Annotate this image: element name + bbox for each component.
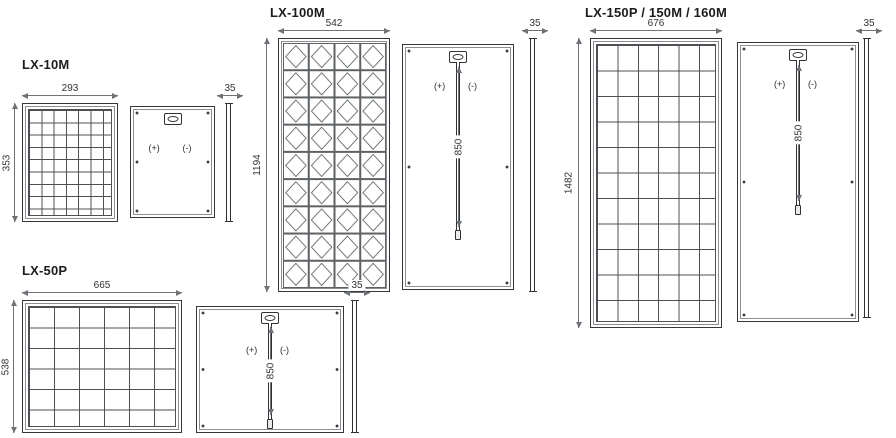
height-value: 353 — [1, 151, 13, 174]
front-view-lx10m — [22, 103, 118, 222]
panel-title-lx10m: LX-10M — [22, 57, 70, 72]
side-profile-lx100m — [528, 38, 537, 292]
width-dimension-lx100m: 542 — [278, 18, 390, 34]
width-dimension-lx50p: 665 — [22, 280, 182, 296]
height-value: 1194 — [251, 151, 263, 179]
plus-terminal-label: (+) — [148, 143, 160, 153]
width-value: 665 — [90, 280, 114, 291]
height-dimension-lx100m: 1194 — [251, 38, 270, 292]
height-dimension-lx150: 1482 — [563, 38, 582, 328]
side-profile-lx10m — [224, 103, 233, 222]
thickness-value: 35 — [860, 18, 878, 29]
solar-cell-grid — [28, 306, 176, 427]
junction-box-oval-icon — [167, 116, 178, 122]
height-value: 538 — [0, 355, 12, 378]
side-profile-lx150 — [862, 38, 871, 318]
cable-length-value: 850 — [453, 135, 465, 159]
height-dimension-lx10m: 353 — [1, 103, 18, 222]
width-dimension-lx150: 676 — [590, 18, 722, 34]
panel-title-lx50p: LX-50P — [22, 263, 68, 278]
cable-length-dimension: 850 — [265, 327, 277, 415]
front-view-lx100m — [278, 38, 390, 292]
side-profile-lx50p — [350, 300, 359, 433]
back-view-lx100m: (+) (-) 850 — [402, 44, 514, 290]
cable-connector-icon — [455, 230, 461, 240]
mono-cell-grid — [283, 43, 386, 288]
cable-length-value: 850 — [793, 121, 805, 145]
junction-box-oval-icon — [792, 52, 804, 58]
minus-terminal-label: (-) — [280, 345, 289, 355]
plus-terminal-label: (+) — [774, 79, 786, 89]
junction-box-oval-icon — [264, 315, 276, 321]
thickness-value: 35 — [526, 18, 544, 29]
minus-terminal-label: (-) — [468, 81, 477, 91]
minus-terminal-label: (-) — [808, 79, 817, 89]
width-value: 542 — [322, 18, 346, 29]
width-dimension-lx10m: 293 — [22, 83, 118, 99]
thickness-value: 35 — [221, 83, 239, 94]
thickness-dimension-lx100m: 35 — [522, 18, 548, 34]
cable-length-dimension: 850 — [793, 65, 805, 201]
back-view-lx150: (+) (-) 850 — [737, 42, 859, 322]
solar-cell-grid — [28, 109, 112, 216]
cable-connector-icon — [267, 419, 273, 429]
thickness-dimension-lx50p: 35 — [344, 280, 370, 296]
plus-terminal-label: (+) — [434, 81, 446, 91]
cable-connector-icon — [795, 205, 801, 215]
panel-title-lx100m: LX-100M — [270, 5, 325, 20]
back-view-lx10m: (+) (-) — [130, 106, 215, 218]
minus-terminal-label: (-) — [182, 143, 192, 153]
cable-length-value: 850 — [265, 359, 277, 383]
height-dimension-lx50p: 538 — [0, 300, 17, 433]
junction-box-icon — [163, 113, 182, 125]
cable-length-dimension: 850 — [453, 67, 465, 227]
height-value: 1482 — [563, 168, 575, 198]
thickness-dimension-lx150: 35 — [856, 18, 882, 34]
panel-title-lx150: LX-150P / 150M / 160M — [585, 5, 727, 20]
back-view-lx50p: (+) (-) 850 — [196, 306, 344, 433]
front-view-lx50p — [22, 300, 182, 433]
solar-cell-grid — [596, 44, 716, 322]
width-value: 293 — [58, 83, 82, 94]
thickness-value: 35 — [348, 280, 366, 291]
width-value: 676 — [644, 18, 668, 29]
plus-terminal-label: (+) — [246, 345, 258, 355]
thickness-dimension-lx10m: 35 — [217, 83, 243, 99]
front-view-lx150 — [590, 38, 722, 328]
junction-box-oval-icon — [452, 54, 464, 60]
